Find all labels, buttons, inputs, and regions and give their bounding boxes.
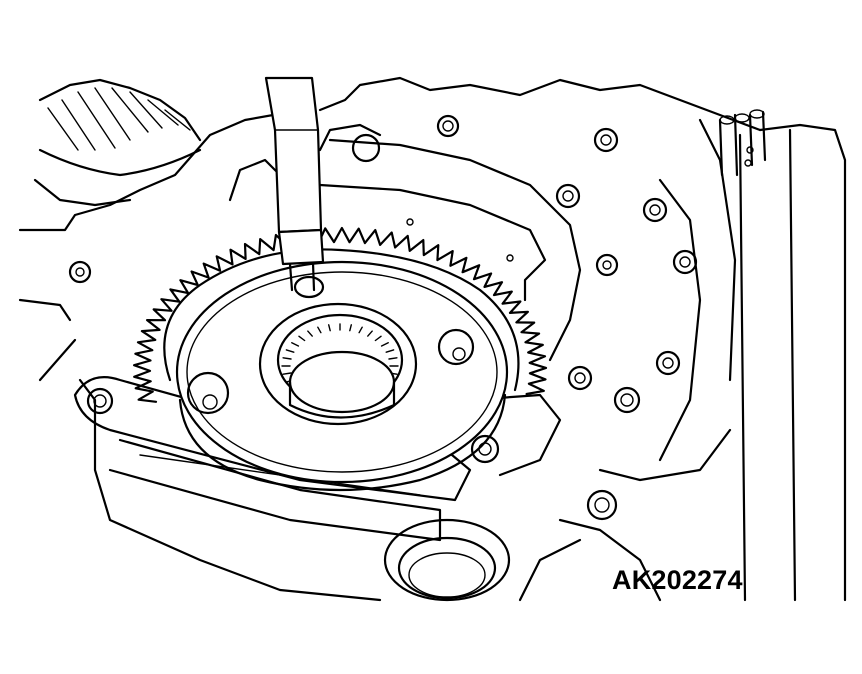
helical-gear bbox=[33, 78, 202, 207]
ring-gear bbox=[133, 226, 548, 403]
splined-hub bbox=[258, 302, 418, 426]
oil-seal-bore bbox=[383, 518, 511, 602]
carrier-plate bbox=[318, 138, 582, 362]
figure-reference-code: AK202274 bbox=[612, 565, 743, 595]
pipe-fittings bbox=[718, 109, 767, 177]
housing-outline bbox=[18, 76, 847, 602]
drift-punch-tool bbox=[264, 76, 325, 292]
